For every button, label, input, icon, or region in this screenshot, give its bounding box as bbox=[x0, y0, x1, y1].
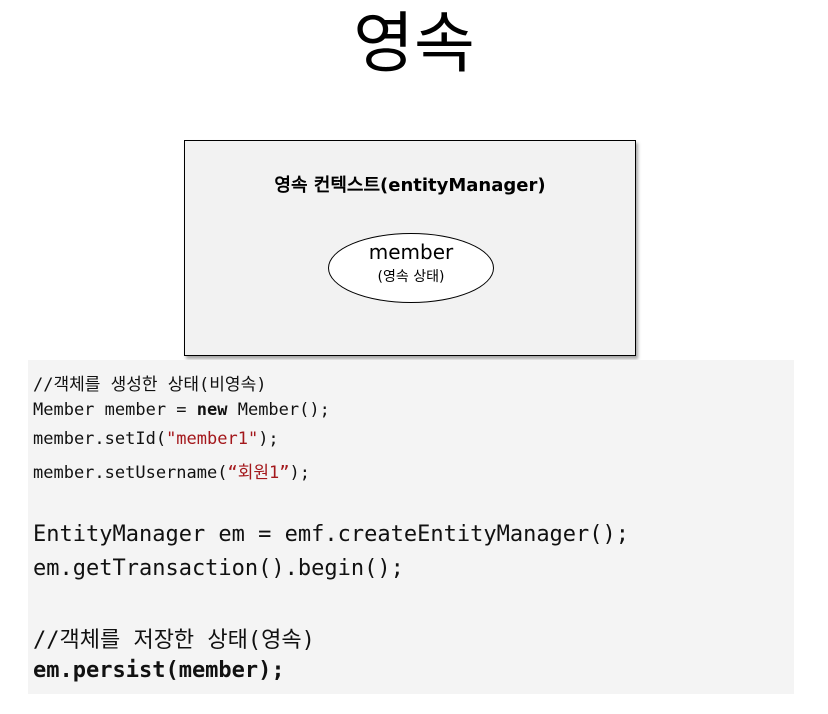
code-text: Member member = bbox=[33, 400, 197, 420]
code-text: ); bbox=[258, 429, 279, 449]
code-keyword: new bbox=[196, 400, 228, 420]
page-title: 영속 bbox=[353, 5, 475, 82]
code-comment-create: //객체를 생성한 상태(비영속) bbox=[33, 375, 267, 395]
code-text: Member(); bbox=[227, 400, 330, 420]
code-line-create-em: EntityManager em = emf.createEntityManag… bbox=[33, 522, 630, 547]
code-string: “회원1” bbox=[227, 463, 290, 483]
code-comment-persist: //객체를 저장한 상태(영속) bbox=[33, 628, 315, 653]
code-line-persist: em.persist(member); bbox=[33, 658, 285, 683]
entity-name: member bbox=[368, 240, 454, 264]
persistence-context-label: 영속 컨텍스트(entityManager) bbox=[274, 175, 546, 196]
member-entity-node: member (영속 상태) bbox=[328, 233, 494, 303]
code-string: "member1" bbox=[166, 429, 259, 449]
persistence-context-box: 영속 컨텍스트(entityManager) member (영속 상태) bbox=[184, 140, 636, 356]
code-block: //객체를 생성한 상태(비영속) Member member = new Me… bbox=[28, 360, 794, 694]
entity-state: (영속 상태) bbox=[377, 269, 445, 285]
code-text: ); bbox=[289, 463, 310, 483]
code-text: member.setId( bbox=[33, 429, 167, 449]
code-text: member.setUsername( bbox=[33, 463, 228, 483]
code-line-new-member: Member member = new Member(); bbox=[33, 400, 330, 420]
code-line-set-username: member.setUsername(“회원1”); bbox=[33, 458, 310, 483]
code-line-set-id: member.setId("member1"); bbox=[33, 429, 279, 449]
code-line-begin-tx: em.getTransaction().begin(); bbox=[33, 556, 404, 581]
